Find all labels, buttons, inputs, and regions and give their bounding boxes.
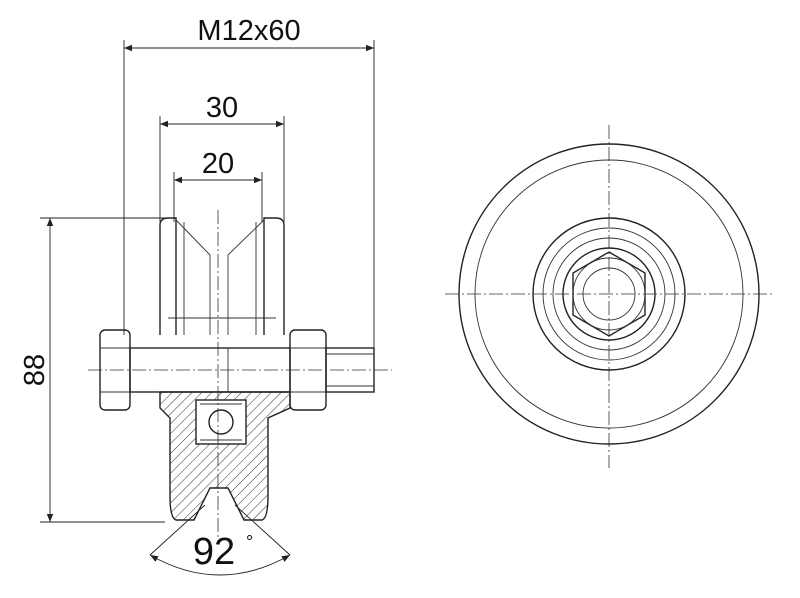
diameter-dimension: 88: [19, 217, 165, 523]
diameter-label: 88: [19, 354, 51, 386]
groove-angle-dimension: 92 °: [149, 504, 291, 576]
inner-width-dimension: 20: [173, 148, 263, 222]
degree-symbol: °: [246, 532, 253, 552]
outer-width-dimension: 30: [159, 92, 285, 222]
outer-width-label: 30: [206, 92, 238, 124]
bolt-spec-label: M12x60: [197, 15, 300, 47]
front-view: [445, 125, 775, 468]
side-view: M12x60 30 20 88: [19, 15, 392, 576]
inner-width-label: 20: [202, 148, 234, 180]
groove-angle-label: 92: [193, 531, 235, 573]
side-centerlines: [88, 210, 392, 540]
wheel-upper: [159, 217, 285, 335]
bolt-length-dimension: M12x60: [123, 15, 375, 348]
wheel-section: [159, 391, 291, 521]
